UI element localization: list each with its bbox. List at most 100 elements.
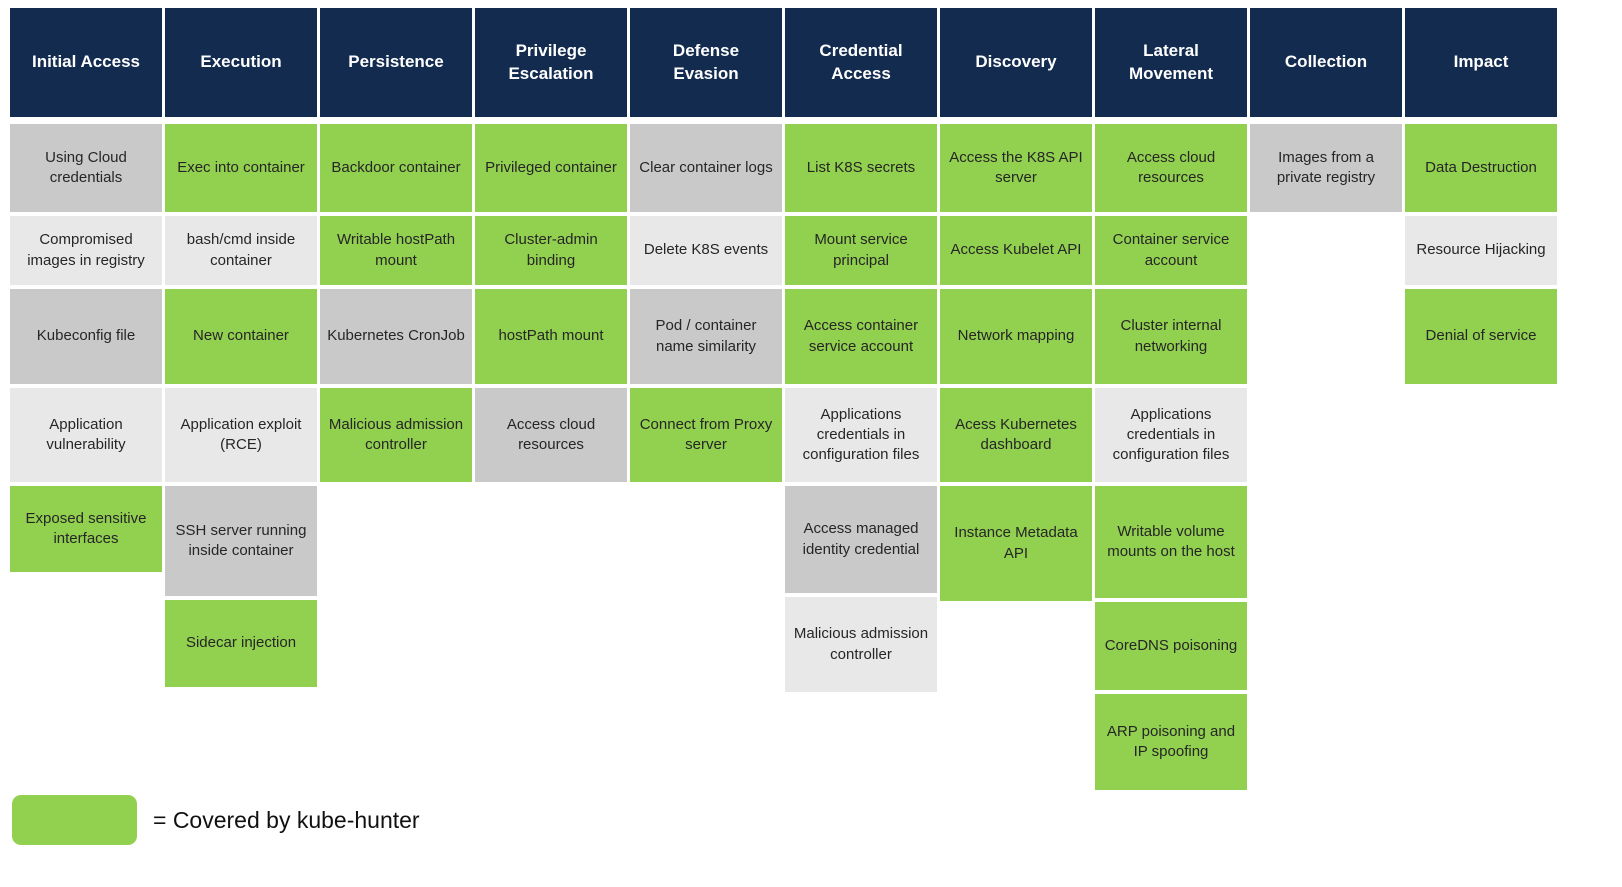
matrix-cell-lateral-movement-1: Access cloud resources	[1095, 124, 1247, 212]
legend-covered-swatch	[12, 795, 137, 845]
matrix-cell-label: Access the K8S API server	[949, 148, 1083, 186]
matrix-cell-label: Applications credentials in configuratio…	[802, 405, 920, 464]
matrix-cell-label: Network mapping	[957, 327, 1075, 345]
matrix-cell-discovery-1: Access the K8S API server	[940, 124, 1092, 212]
column-header-credential-access: Credential Access	[785, 8, 937, 117]
matrix-cell-defense-evasion-4: Connect from Proxy server	[630, 388, 782, 482]
matrix-cell-initial-access-2: Compromised images in registry	[10, 216, 162, 285]
matrix-cell-label: SSH server running inside container	[175, 521, 307, 559]
matrix-cell-privilege-escalation-4: Access cloud resources	[475, 388, 627, 482]
matrix-cell-label: Applications credentials in configuratio…	[1112, 405, 1230, 464]
matrix-cell-label: Backdoor container	[331, 158, 461, 176]
matrix-cell-discovery-2: Access Kubelet API	[940, 216, 1092, 285]
matrix-cell-label: Acess Kubernetes dashboard	[955, 415, 1077, 453]
matrix-cell-label: bash/cmd inside container	[186, 231, 296, 269]
matrix-cell-execution-2: bash/cmd inside container	[165, 216, 317, 285]
matrix-cell-label: ARP poisoning and IP spoofing	[1106, 722, 1236, 760]
matrix-cell-credential-access-4: Applications credentials in configuratio…	[785, 388, 937, 482]
matrix-cell-label: Cluster internal networking	[1120, 317, 1222, 355]
column-header-defense-evasion: Defense Evasion	[630, 8, 782, 117]
matrix-cell-credential-access-1: List K8S secrets	[785, 124, 937, 212]
matrix-cell-privilege-escalation-1: Privileged container	[475, 124, 627, 212]
matrix-cell-label: Using Cloud credentials	[45, 148, 127, 186]
matrix-cell-lateral-movement-7: ARP poisoning and IP spoofing	[1095, 694, 1247, 790]
matrix-cell-execution-3: New container	[165, 289, 317, 384]
matrix-cell-label: Malicious admission controller	[328, 415, 464, 453]
matrix-cell-discovery-3: Network mapping	[940, 289, 1092, 384]
matrix-cell-credential-access-5: Access managed identity credential	[785, 486, 937, 593]
matrix-cell-label: Delete K8S events	[643, 241, 769, 259]
matrix-cell-initial-access-5: Exposed sensitive interfaces	[10, 486, 162, 572]
matrix-cell-label: hostPath mount	[498, 327, 604, 345]
matrix-cell-label: Application exploit (RCE)	[180, 415, 302, 453]
matrix-cell-label: Writable volume mounts on the host	[1107, 522, 1235, 560]
matrix-cell-label: Writable hostPath mount	[336, 231, 456, 269]
matrix-cell-label: Malicious admission controller	[793, 625, 929, 663]
legend-label: = Covered by kube-hunter	[153, 806, 420, 833]
matrix-cell-label: Cluster-admin binding	[504, 231, 598, 269]
matrix-cell-label: List K8S secrets	[806, 158, 916, 176]
matrix-cell-credential-access-2: Mount service principal	[785, 216, 937, 285]
column-header-execution: Execution	[165, 8, 317, 117]
matrix-cell-lateral-movement-4: Applications credentials in configuratio…	[1095, 388, 1247, 482]
matrix-cell-defense-evasion-2: Delete K8S events	[630, 216, 782, 285]
matrix-cell-initial-access-3: Kubeconfig file	[10, 289, 162, 384]
matrix-cell-discovery-4: Acess Kubernetes dashboard	[940, 388, 1092, 482]
matrix-cell-label: Resource Hijacking	[1416, 241, 1546, 259]
matrix-cell-lateral-movement-6: CoreDNS poisoning	[1095, 602, 1247, 690]
column-header-impact: Impact	[1405, 8, 1557, 117]
matrix-cell-label: Images from a private registry	[1276, 148, 1376, 186]
matrix-cell-execution-5: SSH server running inside container	[165, 486, 317, 596]
matrix-cell-collection-1: Images from a private registry	[1250, 124, 1402, 212]
matrix-cell-defense-evasion-1: Clear container logs	[630, 124, 782, 212]
matrix-cell-discovery-5: Instance Metadata API	[940, 486, 1092, 601]
matrix-cell-label: Access cloud resources	[1126, 148, 1216, 186]
matrix-cell-label: Access container service account	[803, 317, 919, 355]
matrix-cell-label: Container service account	[1112, 231, 1230, 269]
matrix-cell-label: Exposed sensitive interfaces	[25, 509, 147, 547]
matrix-cell-label: Clear container logs	[639, 158, 773, 176]
matrix-cell-persistence-4: Malicious admission controller	[320, 388, 472, 482]
matrix-cell-label: Compromised images in registry	[27, 231, 145, 269]
matrix-cell-label: CoreDNS poisoning	[1104, 636, 1238, 654]
matrix-cell-lateral-movement-5: Writable volume mounts on the host	[1095, 486, 1247, 598]
matrix-cell-execution-4: Application exploit (RCE)	[165, 388, 317, 482]
matrix-cell-label: Denial of service	[1425, 327, 1537, 345]
matrix-cell-label: Kubernetes CronJob	[327, 327, 465, 345]
matrix-cell-initial-access-4: Application vulnerability	[10, 388, 162, 482]
matrix-cell-label: Data Destruction	[1425, 158, 1537, 176]
column-header-collection: Collection	[1250, 8, 1402, 117]
matrix-cell-credential-access-3: Access container service account	[785, 289, 937, 384]
matrix-cell-execution-1: Exec into container	[165, 124, 317, 212]
column-header-privilege-escalation: Privilege Escalation	[475, 8, 627, 117]
matrix-cell-label: Access Kubelet API	[950, 241, 1082, 259]
matrix-cell-label: Access cloud resources	[506, 415, 596, 453]
legend: = Covered by kube-hunter	[12, 795, 420, 845]
matrix-cell-impact-1: Data Destruction	[1405, 124, 1557, 212]
matrix-cell-label: Connect from Proxy server	[639, 415, 773, 453]
matrix-cell-persistence-2: Writable hostPath mount	[320, 216, 472, 285]
matrix-cell-privilege-escalation-3: hostPath mount	[475, 289, 627, 384]
matrix-cell-privilege-escalation-2: Cluster-admin binding	[475, 216, 627, 285]
matrix-cell-defense-evasion-3: Pod / container name similarity	[630, 289, 782, 384]
matrix-cell-initial-access-1: Using Cloud credentials	[10, 124, 162, 212]
matrix-cell-label: Mount service principal	[814, 231, 908, 269]
column-header-lateral-movement: Lateral Movement	[1095, 8, 1247, 117]
matrix-cell-label: Kubeconfig file	[36, 327, 136, 345]
matrix-cell-label: Instance Metadata API	[954, 524, 1078, 562]
matrix-cell-label: Exec into container	[177, 158, 305, 176]
column-header-discovery: Discovery	[940, 8, 1092, 117]
matrix-cell-label: Privileged container	[485, 158, 617, 176]
matrix-cell-label: New container	[193, 327, 289, 345]
matrix-cell-persistence-1: Backdoor container	[320, 124, 472, 212]
